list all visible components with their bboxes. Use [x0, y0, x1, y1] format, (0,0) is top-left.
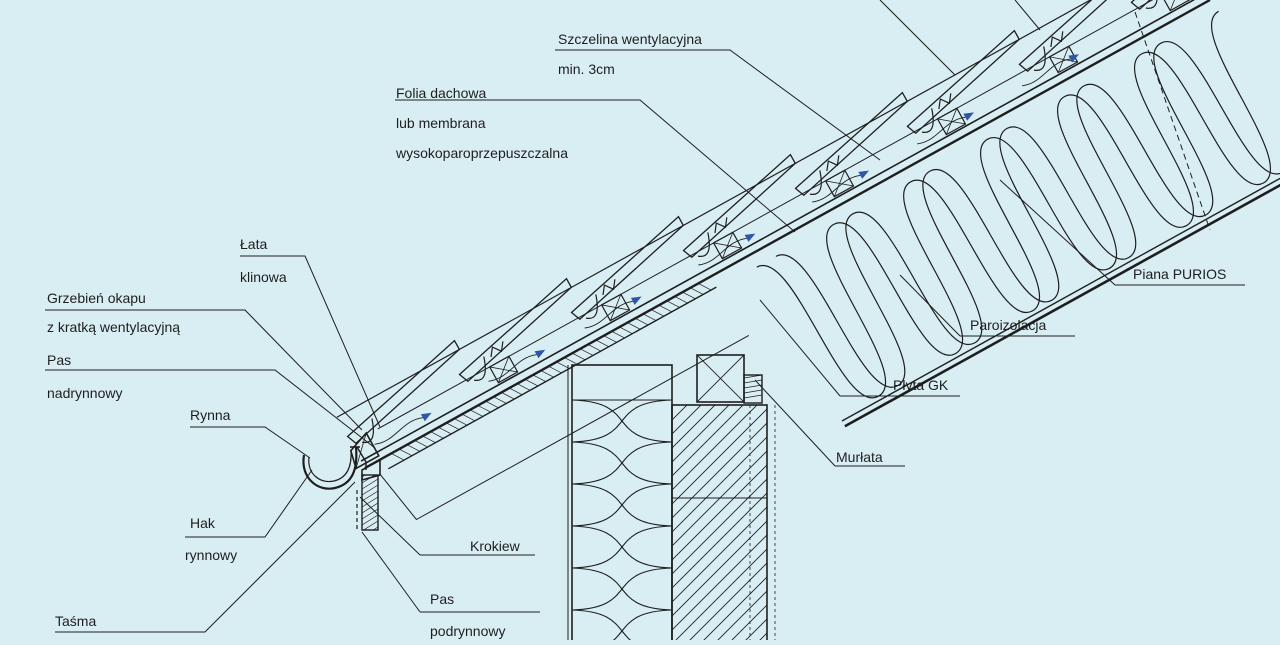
pur-foam-insulation	[756, 10, 1280, 399]
label-pas-podrynnowy-line2: podrynnowy	[430, 623, 506, 639]
label-szczelina-line1: Szczelina wentylacyjna	[558, 31, 702, 47]
small-block-hatching	[743, 374, 763, 399]
roof-tiles	[346, 0, 1191, 470]
label-folia-line2: lub membrana	[396, 115, 486, 131]
gutter	[302, 446, 358, 490]
labels: Szczelina wentylacyjna min. 3cm Folia da…	[47, 31, 1226, 639]
wall-post	[671, 404, 776, 645]
ventilation-arrows	[374, 54, 1079, 445]
wall-insulation-pattern	[572, 399, 672, 645]
label-piana-purios: Piana PURIOS	[1133, 266, 1226, 282]
roof-layers	[336, 0, 1280, 521]
label-plyta-gk: Płyta GK	[893, 377, 949, 393]
label-lata-line1: Łata	[240, 236, 267, 252]
post-hatching	[672, 405, 767, 645]
label-pas-nadrynnowy-line2: nadrynnowy	[47, 385, 123, 401]
label-grzebien-line2: z kratką wentylacyjną	[47, 319, 180, 335]
label-krokiew: Krokiew	[470, 538, 521, 554]
label-grzebien-line1: Grzebień okapu	[47, 290, 146, 306]
label-pas-podrynnowy-line1: Pas	[430, 591, 454, 607]
label-lata-line2: klinowa	[240, 269, 287, 285]
leader-lines	[45, 0, 1245, 633]
label-rynna: Rynna	[190, 407, 231, 423]
label-pas-nadrynnowy-line1: Pas	[47, 352, 71, 368]
label-folia-line1: Folia dachowa	[396, 85, 486, 101]
fascia-board	[361, 474, 379, 531]
label-hak-line2: rynnowy	[185, 547, 237, 563]
label-folia-line3: wysokoparoprzepuszczalna	[395, 145, 568, 161]
eaves-detail	[302, 446, 381, 531]
wall-plate	[696, 354, 763, 404]
label-paroizolacja: Paroizolacja	[970, 317, 1046, 333]
label-szczelina-line2: min. 3cm	[558, 61, 615, 77]
label-tasma: Taśma	[55, 613, 96, 629]
label-hak-line1: Hak	[190, 515, 216, 531]
label-murlata: Murłata	[836, 449, 883, 465]
